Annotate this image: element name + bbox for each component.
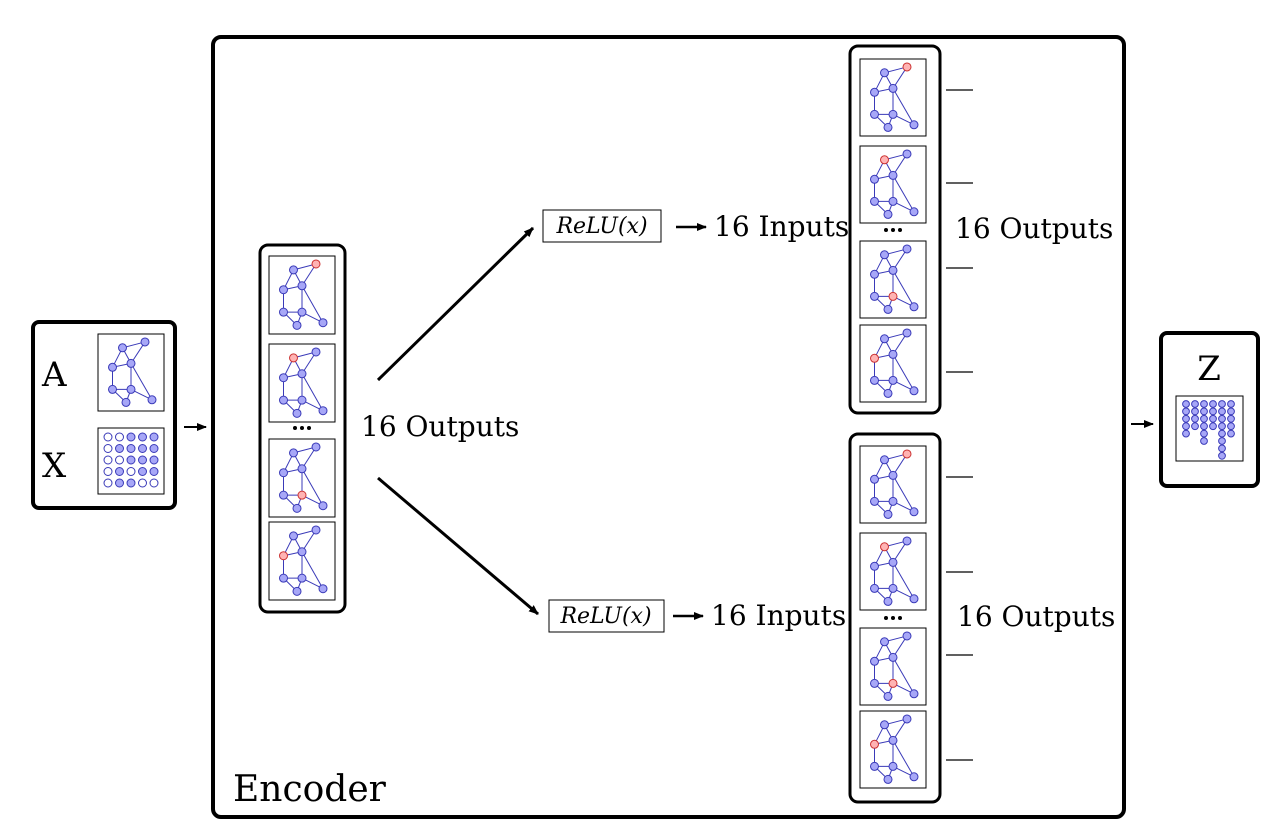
upper-branch-graphs [859, 58, 927, 403]
adjacency-label: A [41, 355, 67, 395]
first-layer-graphs [268, 255, 336, 601]
upper-ellipsis [884, 228, 902, 232]
upper-graph-1 [859, 58, 927, 137]
lower-outputs-label: 16 Outputs [957, 600, 1115, 633]
first-layer-graph-3 [268, 438, 336, 518]
feature-matrix-thumbnail [97, 427, 165, 495]
adjacency-graph-thumbnail [97, 333, 165, 412]
branch-arrow-lower [377, 476, 539, 616]
first-layer-column: 16 Outputs [258, 243, 519, 614]
encoder-box: Encoder [211, 35, 1126, 819]
lower-branch-graphs [859, 445, 927, 789]
upper-inputs-label: 16 Inputs [714, 210, 849, 243]
lower-output-ticks [946, 476, 973, 761]
upper-relu-label: ReLU(x) [555, 214, 647, 239]
output-box: Z [1159, 331, 1260, 488]
lower-graph-2 [859, 532, 927, 611]
embedding-matrix-thumbnail [1175, 395, 1244, 462]
first-layer-graph-4 [268, 521, 336, 601]
upper-graph-4 [859, 324, 927, 403]
upper-branch: ReLU(x) 16 Inputs 16 Outputs [542, 44, 1113, 415]
input-box: A X [31, 320, 177, 510]
lower-graph-1 [859, 445, 927, 524]
upper-output-ticks [946, 89, 973, 373]
first-layer-ellipsis [293, 426, 311, 430]
encoder-title: Encoder [233, 769, 387, 810]
lower-branch: ReLU(x) 16 Inputs 16 Outputs [548, 432, 1115, 804]
upper-graph-3 [859, 240, 927, 319]
upper-outputs-label: 16 Outputs [955, 212, 1113, 245]
first-layer-graph-2 [268, 343, 336, 423]
lower-graph-3 [859, 627, 927, 706]
lower-inputs-label: 16 Inputs [711, 599, 846, 632]
branch-arrow-upper [376, 226, 535, 382]
first-layer-outputs-label: 16 Outputs [361, 410, 519, 443]
adjacency-graph [97, 333, 165, 412]
features-label: X [42, 446, 67, 486]
lower-relu-label: ReLU(x) [559, 604, 651, 629]
first-layer-graph-1 [268, 255, 336, 335]
embedding-label: Z [1197, 349, 1221, 389]
upper-graph-2 [859, 145, 927, 224]
lower-graph-4 [859, 710, 927, 789]
lower-ellipsis [884, 616, 902, 620]
